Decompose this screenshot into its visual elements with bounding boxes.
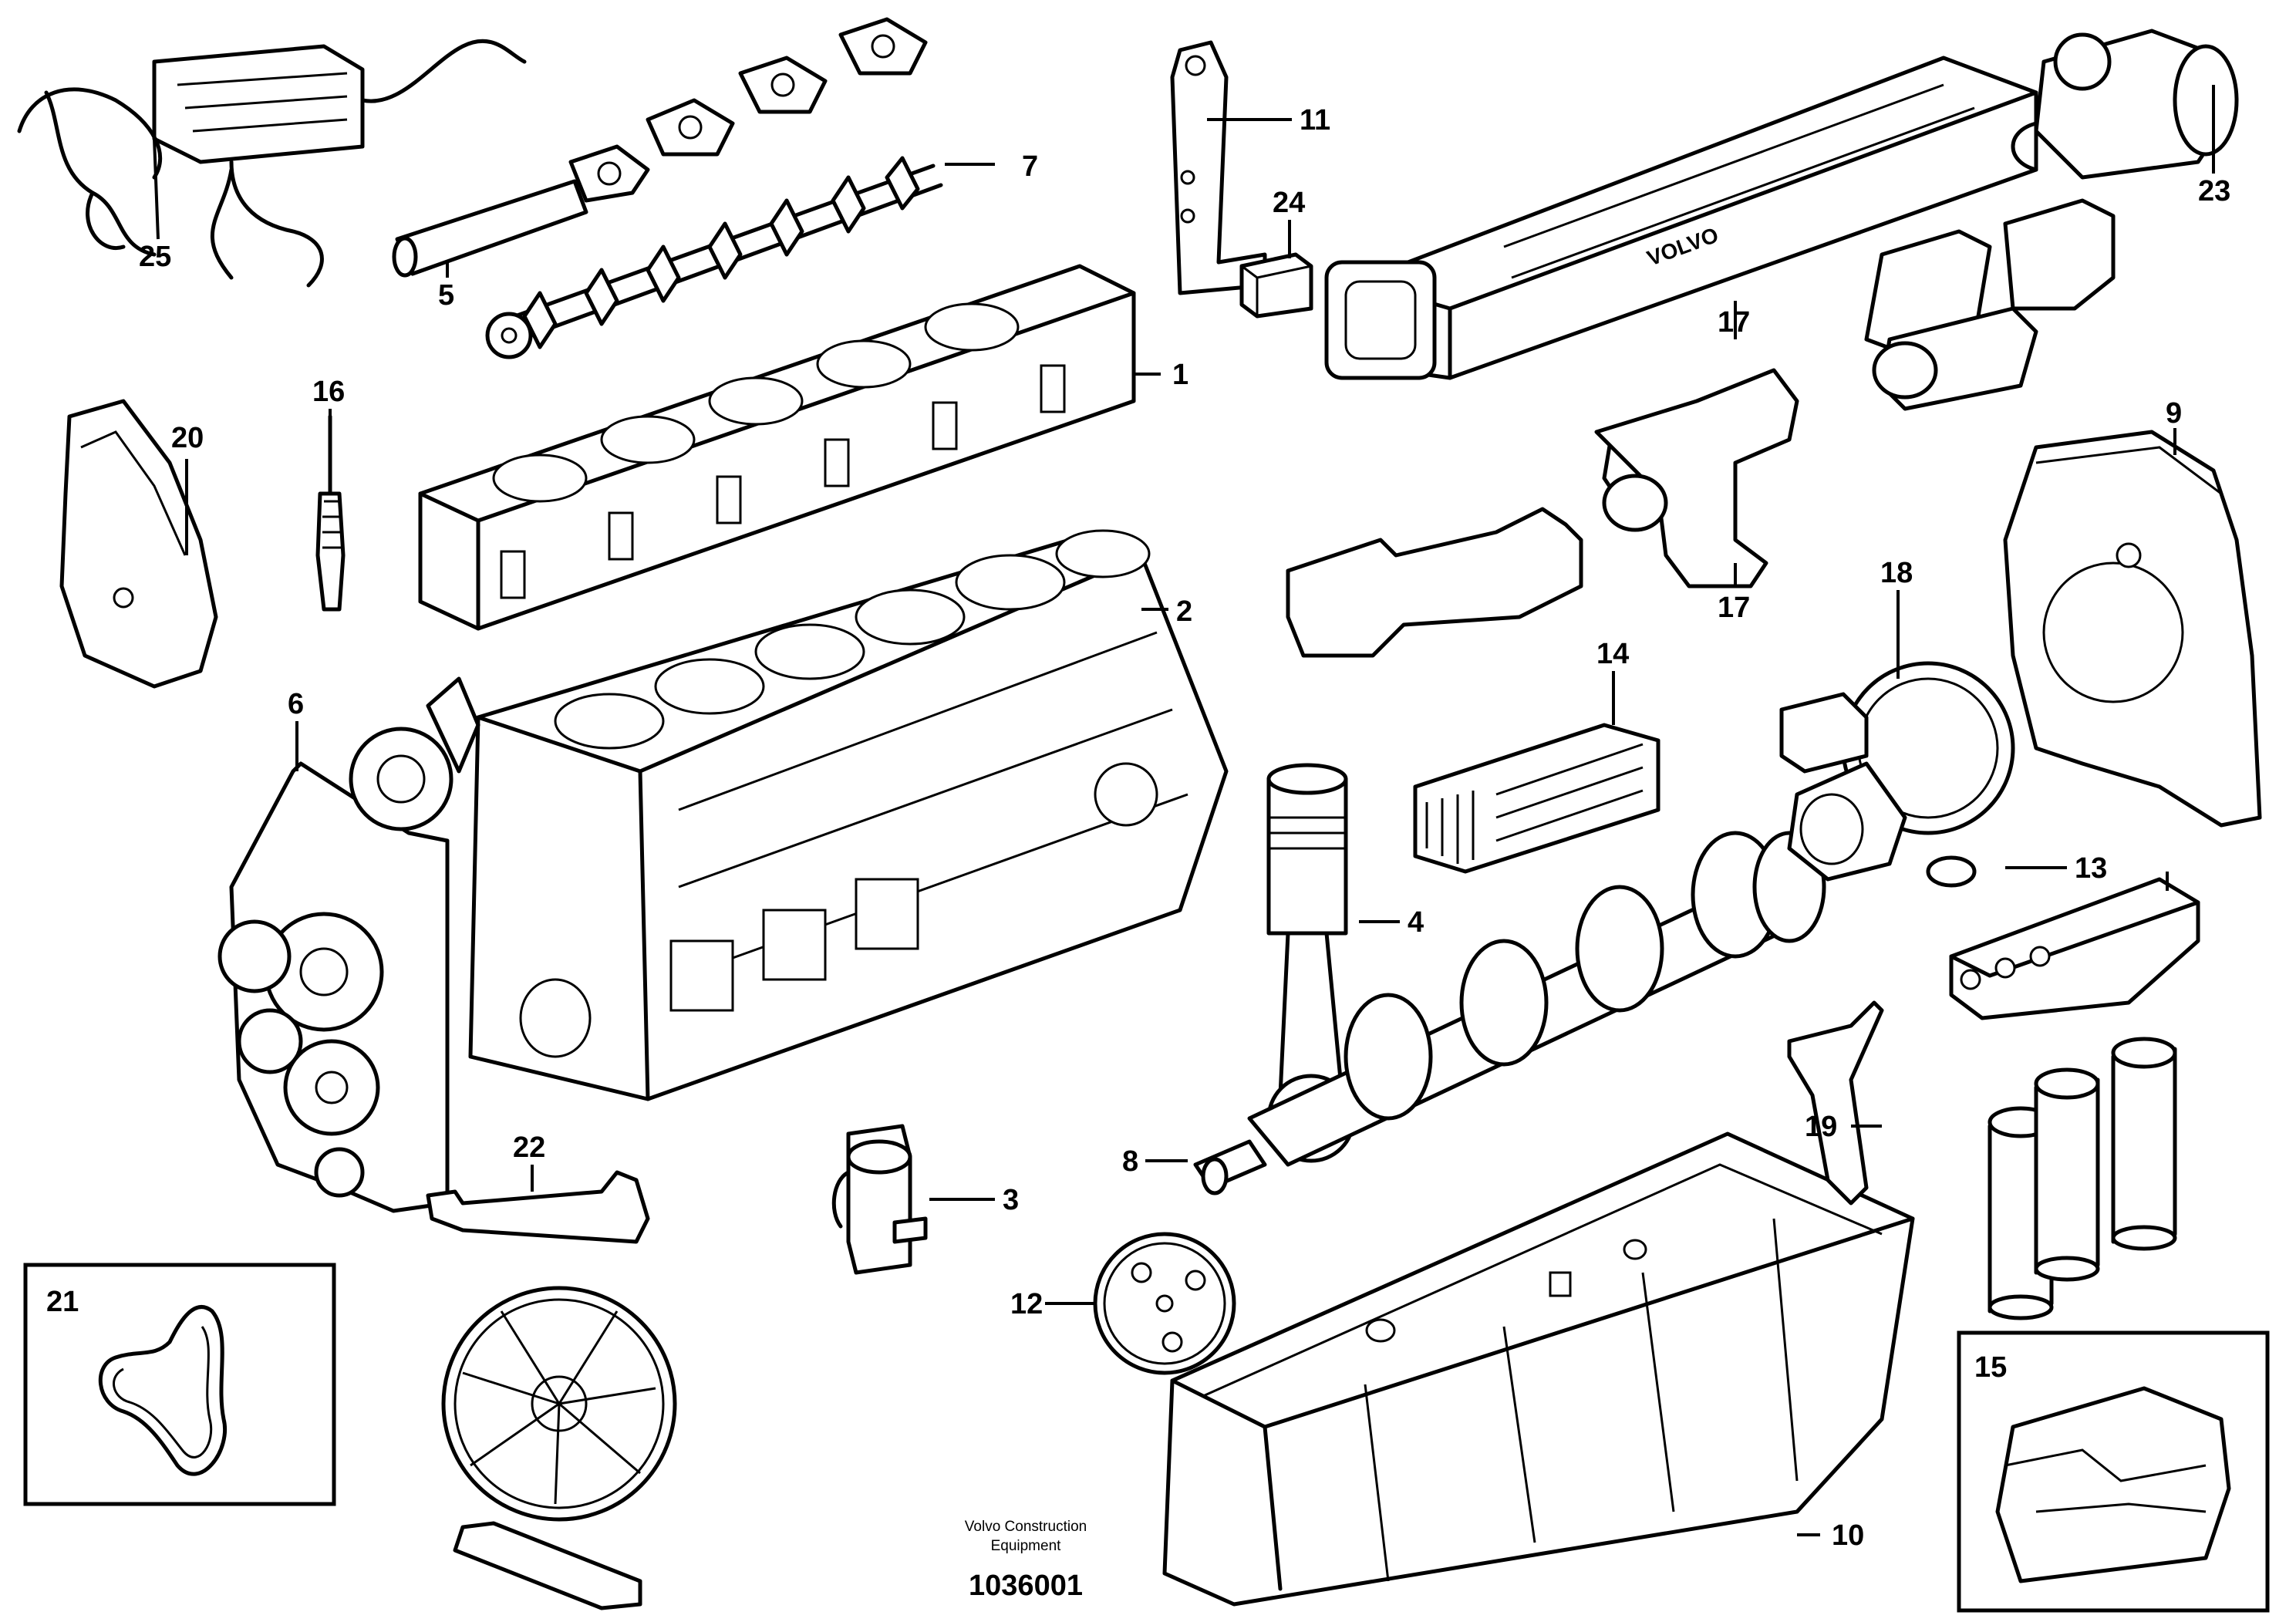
part-exhaust-manifold xyxy=(1286,198,2116,658)
document-number: 1036001 xyxy=(969,1570,1083,1602)
callout-3: 3 xyxy=(1003,1184,1019,1216)
callout-6: 6 xyxy=(288,688,304,720)
callout-17a: 17 xyxy=(1718,306,1750,339)
callout-17b: 17 xyxy=(1718,592,1750,624)
part-starter-motor xyxy=(2011,29,2239,180)
part-crankshaft xyxy=(1193,831,1826,1195)
caption-line-2: Equipment xyxy=(991,1538,1062,1554)
callout-23: 23 xyxy=(2198,175,2230,207)
part-oil-sump xyxy=(1162,1131,1915,1607)
part-cylinder-head xyxy=(418,264,1136,631)
part-wiring-harness xyxy=(17,39,527,288)
callout-21: 21 xyxy=(46,1286,79,1318)
part-oil-cooler xyxy=(1413,723,1660,874)
part-bracket xyxy=(426,1170,650,1244)
inset-belt xyxy=(23,1263,336,1506)
part-camshaft xyxy=(485,156,943,359)
part-injector xyxy=(315,414,346,612)
callout-13: 13 xyxy=(2075,852,2107,885)
callout-2: 2 xyxy=(1176,595,1192,628)
part-rocker-arms xyxy=(568,17,928,203)
callout-19: 19 xyxy=(1805,1111,1837,1143)
callout-25: 25 xyxy=(139,241,171,273)
callout-12: 12 xyxy=(1010,1288,1043,1320)
part-timing-cover-small xyxy=(59,399,218,689)
callout-5: 5 xyxy=(438,279,454,312)
caption-line-1: Volvo Construction xyxy=(965,1519,1087,1535)
callout-22: 22 xyxy=(513,1131,545,1164)
callout-20: 20 xyxy=(171,422,204,454)
callout-15: 15 xyxy=(1974,1351,2007,1384)
callout-11: 11 xyxy=(1300,104,1330,137)
callout-18: 18 xyxy=(1880,557,1913,589)
part-oil-filter-housing xyxy=(1949,877,2200,1020)
callout-7: 7 xyxy=(1022,150,1038,183)
part-timing-gears xyxy=(217,676,480,1213)
part-rocker-shaft xyxy=(392,179,588,278)
callout-9: 9 xyxy=(2166,397,2182,430)
part-cylinder-block xyxy=(468,529,1229,1101)
leader-lines xyxy=(153,85,2215,1536)
callout-16: 16 xyxy=(312,376,345,408)
callout-4: 4 xyxy=(1408,906,1424,939)
part-oil-pump-gear xyxy=(1093,1232,1236,1375)
part-intake-manifold: VOLVO xyxy=(1324,56,2038,380)
callout-1: 1 xyxy=(1172,359,1188,391)
part-oil-filters xyxy=(1988,1037,2177,1320)
part-oil-separator xyxy=(831,1124,928,1275)
callout-8: 8 xyxy=(1122,1145,1138,1178)
part-spacer-block xyxy=(1239,252,1313,319)
part-flywheel-housing xyxy=(2003,430,2262,828)
callout-14: 14 xyxy=(1596,638,1629,670)
part-turbocharger xyxy=(1779,661,2015,888)
part-lifting-eye xyxy=(1170,40,1267,295)
inset-engine-harness xyxy=(1957,1330,2270,1613)
part-oil-pipe xyxy=(1787,1000,1884,1206)
part-fan xyxy=(441,1286,677,1610)
callout-10: 10 xyxy=(1832,1519,1864,1552)
document-footer: Volvo Construction Equipment 1036001 xyxy=(965,1519,1087,1602)
callout-24: 24 xyxy=(1273,187,1305,219)
callout-labels: 25 5 7 1 2 16 20 6 11 24 17 17 23 9 18 1… xyxy=(46,104,2230,1552)
